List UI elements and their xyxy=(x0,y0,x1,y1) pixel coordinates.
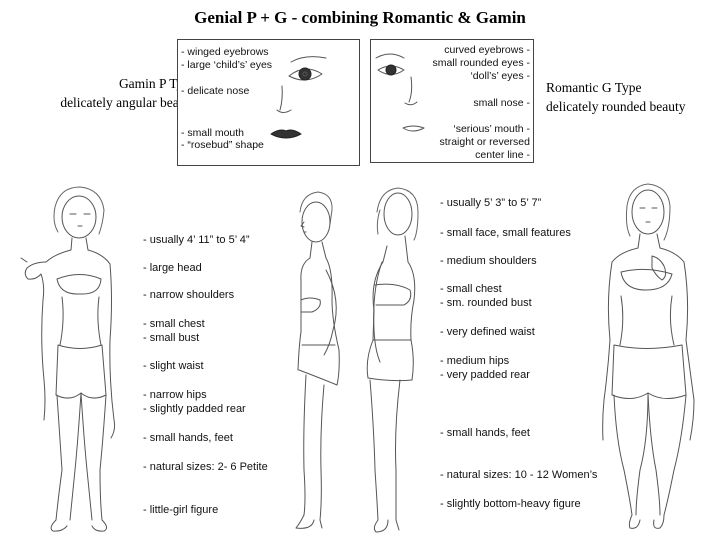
gamin-feature: - little-girl figure xyxy=(143,504,219,516)
face-trait: - large ‘child’s’ eyes xyxy=(181,59,273,71)
face-trait: ‘serious’ mouth - xyxy=(453,123,530,135)
gamin-feature: - narrow shoulders xyxy=(143,289,235,301)
face-trait: small rounded eyes - xyxy=(432,57,530,69)
face-trait: - small mouth xyxy=(181,127,245,139)
romantic-feature: - very padded rear xyxy=(440,369,530,381)
gamin-feature: - usually 4’ 11” to 5’ 4” xyxy=(143,234,250,246)
face-trait: - winged eyebrows xyxy=(181,46,269,58)
romantic-front-figure xyxy=(602,183,695,529)
face-trait: small nose - xyxy=(473,97,530,109)
romantic-side-figure xyxy=(366,187,419,533)
gamin-feature: - small hands, feet xyxy=(143,432,233,444)
gamin-feature: - small chest xyxy=(143,318,205,330)
gamin-side-figure xyxy=(295,191,340,529)
romantic-face-panel xyxy=(370,39,534,163)
gamin-feature: - large head xyxy=(143,262,202,274)
gamin-front-figure xyxy=(20,186,116,532)
face-trait: center line - xyxy=(475,149,530,161)
page-title: Genial P + G - combining Romantic & Gami… xyxy=(194,8,526,27)
romantic-feature: - sm. rounded bust xyxy=(440,297,532,309)
romantic-type-desc: delicately rounded beauty xyxy=(546,99,686,114)
gamin-feature: - slightly padded rear xyxy=(143,403,246,415)
romantic-feature: - medium shoulders xyxy=(440,255,537,267)
gamin-face-panel xyxy=(177,39,360,166)
romantic-feature: - natural sizes: 10 - 12 Women’s xyxy=(440,469,598,481)
romantic-face-sketch xyxy=(375,53,425,132)
gamin-face-sketch xyxy=(270,56,327,139)
gamin-feature: - small bust xyxy=(143,332,200,344)
gamin-feature: - narrow hips xyxy=(143,389,207,401)
face-trait: ‘doll’s’ eyes - xyxy=(470,70,530,82)
gamin-type-desc: delicately angular beauty xyxy=(60,95,196,110)
romantic-feature: - slightly bottom-heavy figure xyxy=(440,498,581,510)
gamin-type-label: Gamin P Type delicately angular beauty xyxy=(60,74,196,112)
romantic-feature: - small face, small features xyxy=(440,227,571,239)
face-trait: - “rosebud” shape xyxy=(181,139,264,151)
face-trait: curved eyebrows - xyxy=(444,44,530,56)
romantic-feature: - small hands, feet xyxy=(440,427,530,439)
romantic-feature: - very defined waist xyxy=(440,326,535,338)
romantic-feature: - usually 5’ 3” to 5’ 7” xyxy=(440,197,542,209)
romantic-feature: - medium hips xyxy=(440,355,510,367)
romantic-feature: - small chest xyxy=(440,283,502,295)
gamin-feature: - natural sizes: 2- 6 Petite xyxy=(143,461,268,473)
romantic-type-name: Romantic G Type xyxy=(546,80,642,95)
gamin-feature: - slight waist xyxy=(143,360,204,372)
face-trait: straight or reversed xyxy=(439,136,530,148)
gamin-type-name: Gamin P Type xyxy=(118,76,196,91)
face-trait: - delicate nose xyxy=(181,85,250,97)
romantic-type-label: Romantic G Type delicately rounded beaut… xyxy=(546,78,685,116)
